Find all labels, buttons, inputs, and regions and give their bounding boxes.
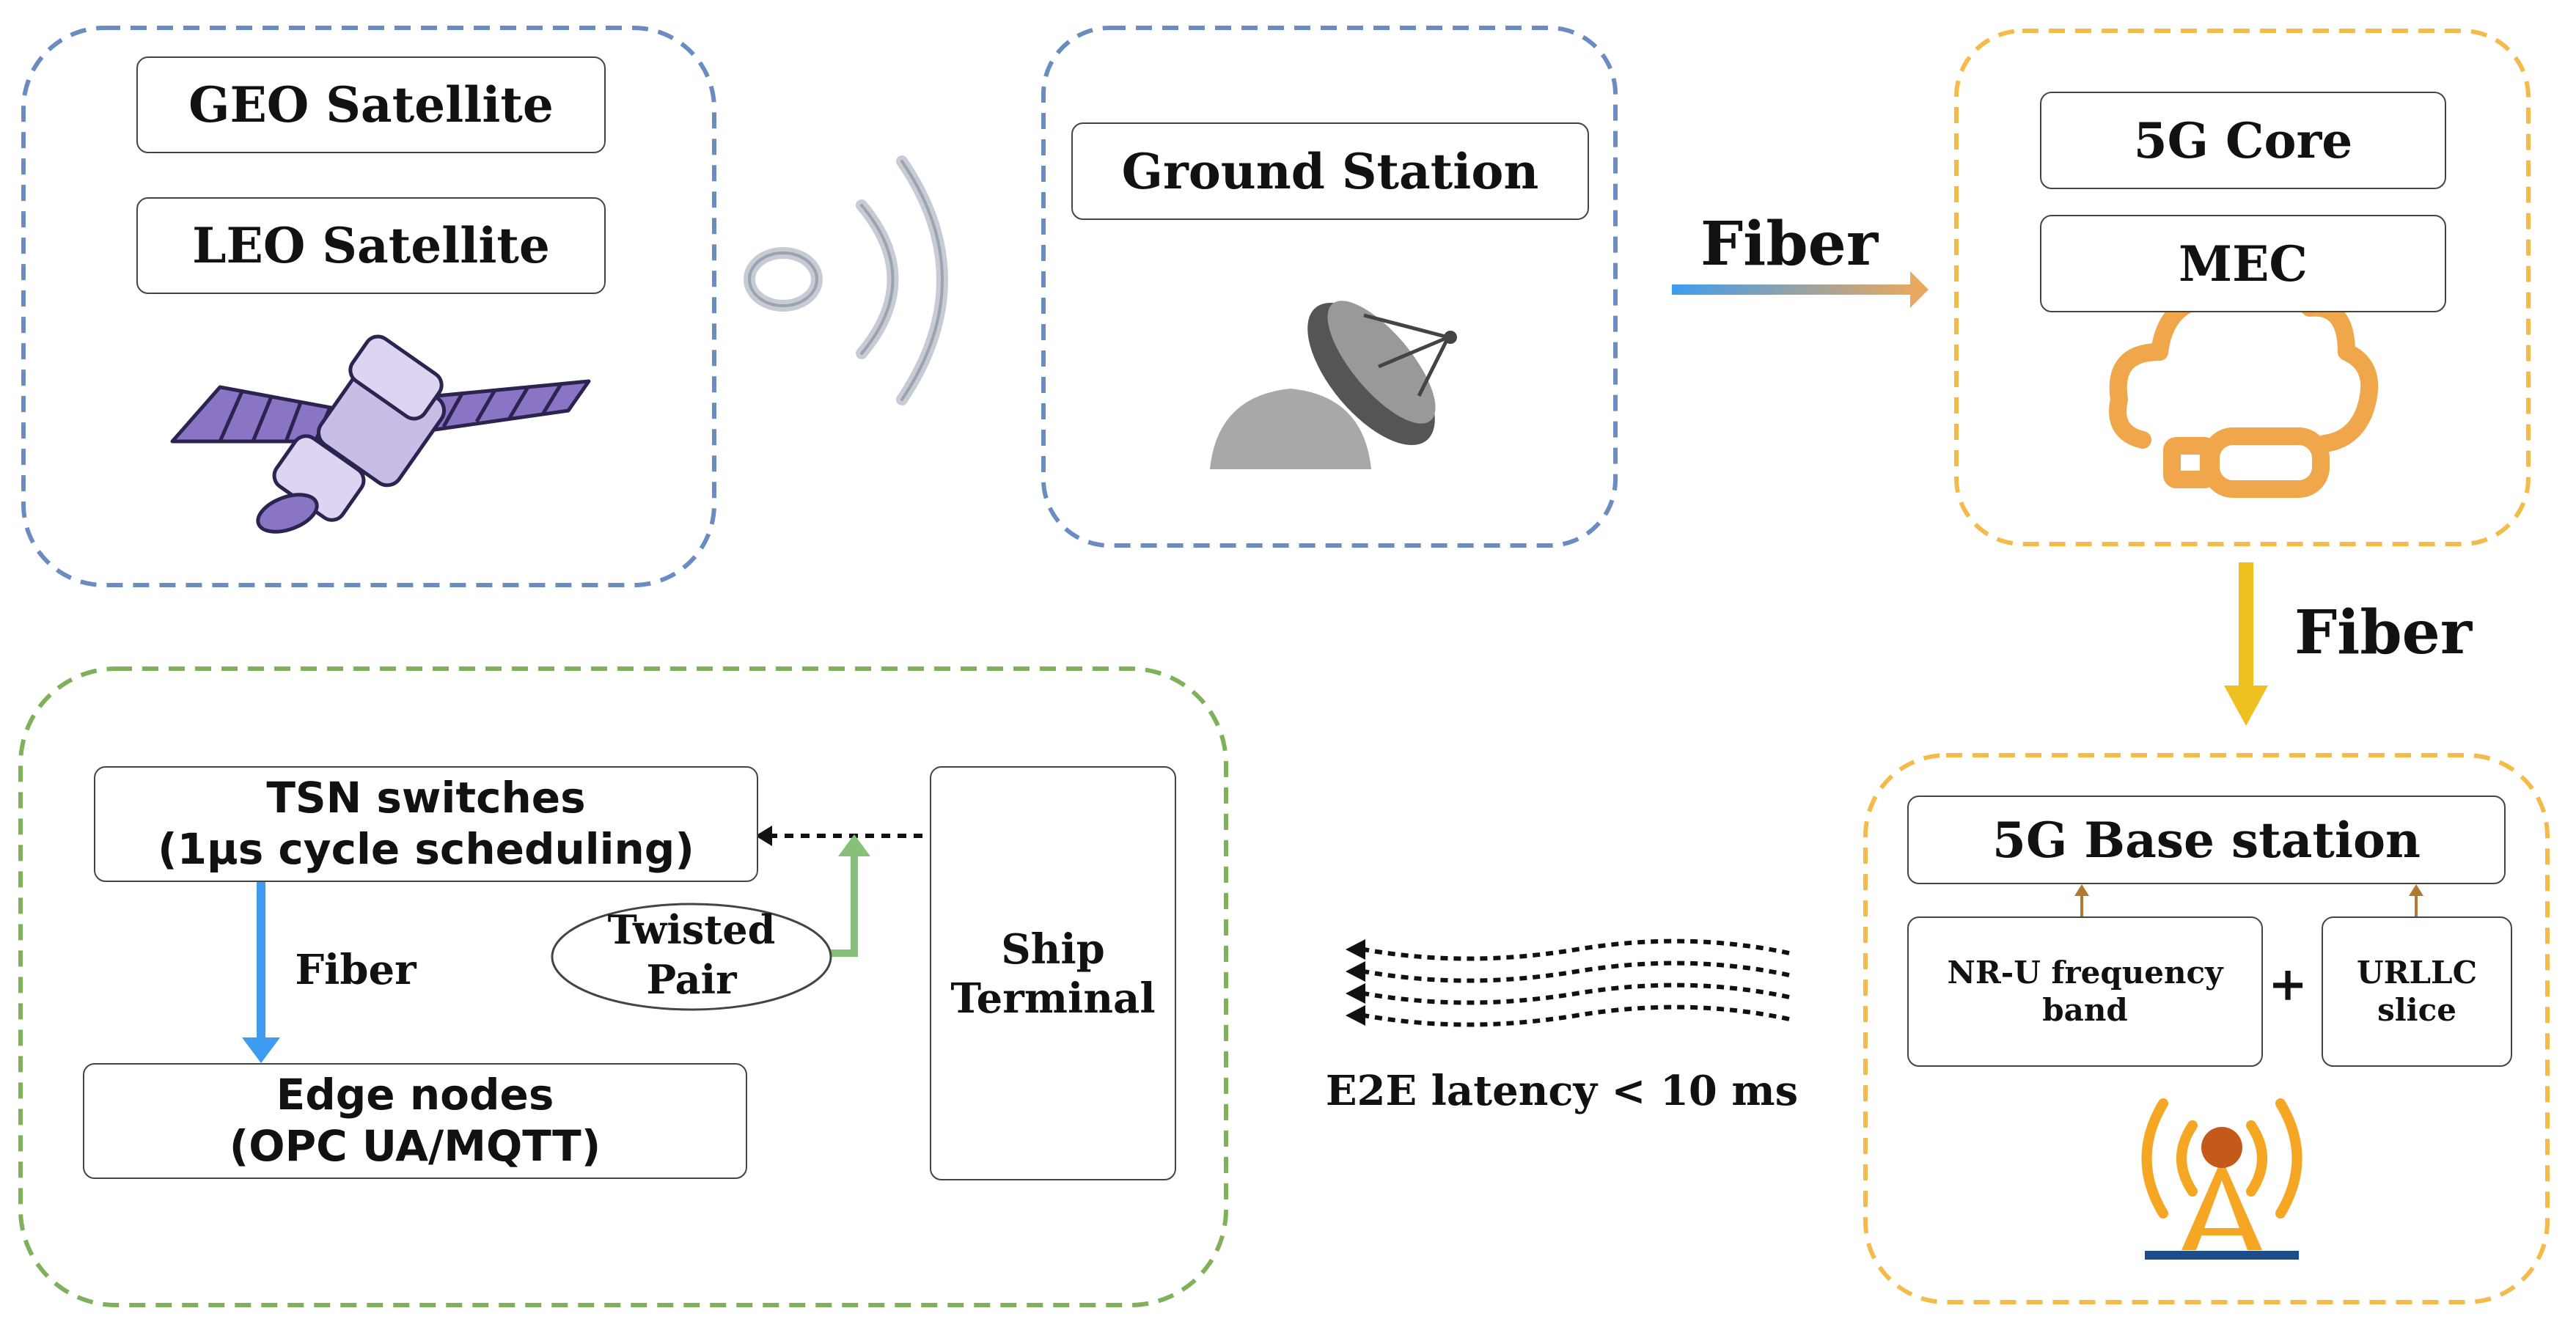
core-group-container bbox=[1954, 29, 2531, 546]
nru-to-base-arrow bbox=[2074, 884, 2089, 916]
ship-to-tsn-dotted-arrow bbox=[755, 826, 922, 846]
fiber-label-top: Fiber bbox=[1700, 209, 1879, 279]
ship-group-container bbox=[18, 666, 1228, 1307]
tsn-switches-box: TSN switches (1μs cycle scheduling) bbox=[94, 766, 758, 882]
twisted-pair-ellipse bbox=[551, 903, 832, 1011]
cell-tower-icon bbox=[2141, 1098, 2302, 1260]
fiber-label-right: Fiber bbox=[2294, 598, 2473, 668]
fiber-arrow-core-to-base bbox=[2224, 562, 2268, 726]
ground-station-group-container bbox=[1041, 26, 1618, 548]
fiber-arrow-ground-to-core bbox=[1672, 271, 1929, 308]
mec-box: MEC bbox=[2040, 215, 2446, 312]
5g-base-station-box: 5G Base station bbox=[1907, 796, 2506, 884]
fiber-label-ship: Fiber bbox=[295, 946, 417, 994]
ship-terminal-box: Ship Terminal bbox=[930, 766, 1176, 1180]
e2e-latency-label: E2E latency < 10 ms bbox=[1325, 1067, 1799, 1115]
satellite-group-container bbox=[21, 26, 716, 587]
5g-core-box: 5G Core bbox=[2040, 92, 2446, 189]
leo-satellite-box: LEO Satellite bbox=[136, 197, 606, 294]
fiber-arrow-tsn-to-edge bbox=[242, 882, 280, 1063]
latency-wave-arrows bbox=[1363, 938, 1790, 1027]
plus-sign: + bbox=[2268, 957, 2308, 1012]
urllc-to-base-arrow bbox=[2409, 884, 2423, 916]
twisted-pair-arrow bbox=[827, 834, 870, 957]
edge-nodes-box: Edge nodes (OPC UA/MQTT) bbox=[83, 1063, 747, 1179]
cloud-usb-icon bbox=[2109, 273, 2379, 498]
satellite-icon bbox=[170, 334, 591, 534]
satellite-dish-icon bbox=[1210, 301, 1457, 469]
geo-satellite-box: GEO Satellite bbox=[136, 56, 606, 153]
nru-frequency-band-box: NR-U frequency band bbox=[1907, 916, 2263, 1067]
urllc-slice-box: URLLC slice bbox=[2322, 916, 2512, 1067]
wireless-signal-icon bbox=[744, 155, 948, 405]
twisted-pair-label: Twisted Pair bbox=[607, 906, 776, 1003]
ground-station-box: Ground Station bbox=[1071, 122, 1589, 220]
